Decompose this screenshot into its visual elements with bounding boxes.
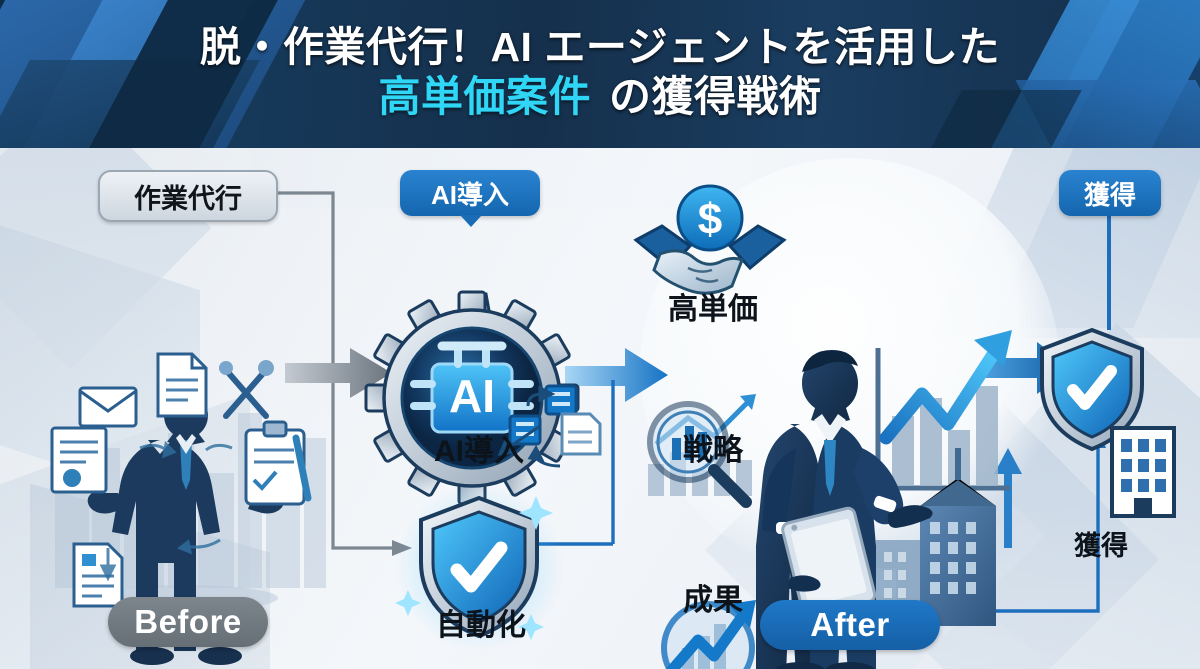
before-pill[interactable]: Before (108, 597, 268, 647)
sparkle-icons (395, 496, 553, 640)
shield-check-icon (395, 495, 553, 640)
stage-badge-ai-label: AI導入 (430, 179, 509, 210)
after-pill[interactable]: After (760, 600, 940, 650)
document-icon (156, 352, 208, 418)
outcome-icons-layer: $ (633, 184, 787, 669)
stage-badge-before-label: 作業代行 (134, 183, 242, 214)
ai-document-flow-icon (497, 384, 602, 468)
title-line-1: 脱・作業代行！AI エージェントを活用した (199, 24, 1001, 71)
title-line-2: 高単価案件の獲得戦術 (378, 73, 821, 121)
outcome-label-1: 戦略 (683, 434, 743, 467)
outcome-label-0: 高単価 (668, 293, 758, 326)
stage-badge-acquire[interactable]: 獲得 (1059, 170, 1161, 216)
svg-text:AI: AI (449, 370, 495, 422)
office-building-icon (1110, 426, 1176, 518)
after-pill-label: After (810, 606, 890, 643)
svg-text:$: $ (698, 195, 722, 244)
growth-arrow-circle-icon (661, 600, 756, 669)
clipboard-checklist-icon (244, 420, 312, 506)
stage-badge-ai[interactable]: AI導入 (400, 170, 540, 227)
magnifier-bar-chart-icon (647, 394, 756, 508)
acquire-caption: 獲得 (1074, 531, 1128, 561)
shield-check-building-icon (1040, 327, 1176, 518)
envelope-icon (78, 386, 138, 428)
header-banner: 脱・作業代行！AI エージェントを活用した 高単価案件の獲得戦術 (0, 0, 1200, 148)
before-pill-label: Before (134, 603, 242, 640)
wrench-screwdriver-icon (219, 360, 274, 419)
stage-badge-before[interactable]: 作業代行 (98, 170, 278, 222)
title-block: 脱・作業代行！AI エージェントを活用した 高単価案件の獲得戦術 (0, 0, 1200, 148)
outcome-label-2: 成果 (683, 584, 743, 617)
ai-caption: AI導入 (434, 435, 524, 468)
handshake-dollar-icon: $ (633, 184, 787, 295)
title-rest: の獲得戦術 (609, 73, 822, 121)
diagram-area: 作業代行 Before AI導入 (0, 148, 1200, 669)
badge-pointer-icon (460, 215, 482, 227)
title-highlight: 高単価案件 (378, 73, 591, 121)
report-icon (72, 542, 124, 608)
stage-badge-acquire-label: 獲得 (1083, 179, 1136, 210)
ai-to-outcomes-arrow (565, 348, 668, 402)
certificate-icon (50, 426, 108, 494)
automation-caption: 自動化 (436, 609, 526, 642)
